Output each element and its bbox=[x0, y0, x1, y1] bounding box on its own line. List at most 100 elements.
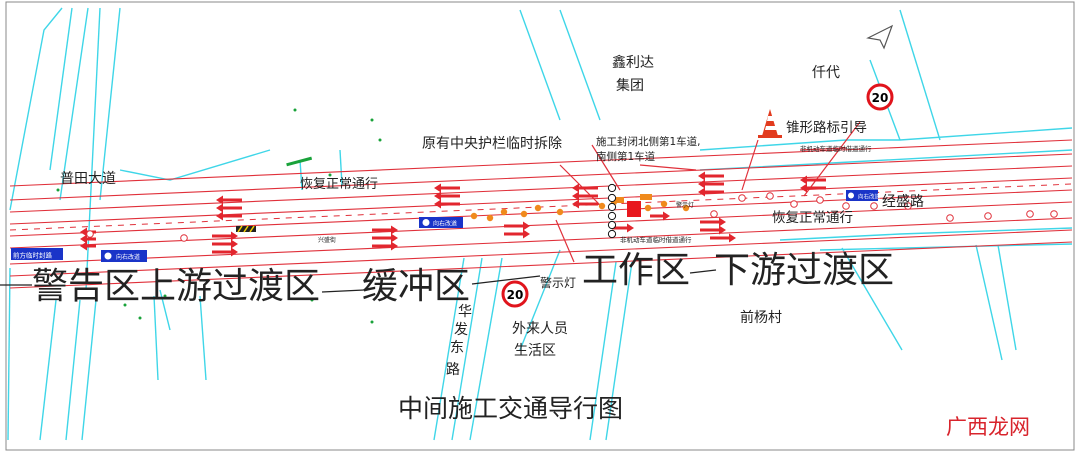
lane-circle bbox=[1026, 210, 1034, 218]
lane-circle bbox=[180, 234, 188, 242]
lane-arrow bbox=[434, 191, 460, 201]
warning-light-column bbox=[607, 183, 617, 239]
lane-circle bbox=[710, 210, 718, 218]
lane-circle bbox=[870, 202, 878, 210]
lane-arrow bbox=[504, 221, 530, 231]
annotation-warning-light: 警示灯 bbox=[540, 275, 576, 290]
watermark: 广西龙网 bbox=[946, 415, 1030, 439]
cone-marker bbox=[644, 204, 652, 212]
warning-light bbox=[607, 220, 617, 230]
lane-arrows bbox=[80, 171, 826, 257]
lane-circle bbox=[1050, 210, 1058, 218]
road-label-putian: 普田大道 bbox=[60, 171, 116, 187]
lane-arrow bbox=[800, 175, 826, 185]
lane-line bbox=[9, 189, 1073, 237]
road-label-huafa-4: 路 bbox=[446, 362, 460, 378]
company-label-1: 鑫利达 bbox=[612, 54, 654, 71]
lane-arrow bbox=[572, 183, 598, 193]
svg-text:向右改道: 向右改道 bbox=[433, 220, 457, 228]
barrier-hatch bbox=[236, 225, 256, 233]
traffic-cone-icon bbox=[758, 109, 782, 138]
cone-marker bbox=[470, 212, 478, 220]
place-label-village: 前杨村 bbox=[740, 309, 782, 326]
speed-limit-sign-bottom: 20 bbox=[501, 280, 529, 308]
lane-arrow bbox=[700, 225, 726, 235]
annotation-resume-right: 恢复正常通行 bbox=[772, 209, 853, 226]
lane-arrow bbox=[800, 183, 826, 193]
lane-arrow bbox=[710, 233, 736, 243]
lane-arrow bbox=[216, 211, 242, 221]
lane-circles bbox=[86, 192, 1058, 242]
zone-label-work: 工作区 bbox=[582, 250, 690, 291]
lane-circle bbox=[790, 200, 798, 208]
lane-arrow bbox=[700, 217, 726, 227]
cone-marker bbox=[486, 214, 494, 222]
annotation-nonmotor-bottom: 非机动车道临时借道通行 bbox=[620, 235, 692, 244]
zone-label-warning: 警告区 bbox=[32, 266, 140, 307]
lane-arrow bbox=[434, 199, 460, 209]
lane-arrow bbox=[212, 231, 238, 241]
lane-arrow bbox=[698, 179, 724, 189]
lane-arrow bbox=[650, 211, 670, 221]
lane-circle bbox=[842, 202, 850, 210]
lane-arrow bbox=[372, 241, 398, 251]
lane-arrow bbox=[434, 183, 460, 193]
lane-arrow bbox=[698, 171, 724, 181]
detour-sign-left: 向右改道 bbox=[101, 250, 147, 262]
lane-circle bbox=[946, 214, 954, 222]
lane-arrow bbox=[216, 195, 242, 205]
closure-sign: 前方临时封路 bbox=[11, 248, 63, 260]
lane-arrow bbox=[80, 234, 96, 244]
lane-line bbox=[9, 139, 1073, 187]
lane-line bbox=[9, 153, 1073, 201]
zone-label-downstream: 下游过渡区 bbox=[714, 250, 894, 291]
warning-light bbox=[607, 229, 617, 239]
lane-line bbox=[9, 165, 1073, 213]
warning-light bbox=[607, 202, 617, 212]
cone-marker bbox=[534, 204, 542, 212]
frame-border bbox=[5, 1, 1075, 451]
warning-light bbox=[607, 183, 617, 193]
cone-marker bbox=[556, 208, 564, 216]
lane-arrow bbox=[216, 203, 242, 213]
lane-circle bbox=[816, 196, 824, 204]
road-label-huafa-3: 东 bbox=[450, 340, 464, 356]
place-label-qiandai: 仟代 bbox=[812, 65, 840, 81]
lane-arrow bbox=[212, 247, 238, 257]
lane-arrow bbox=[372, 225, 398, 235]
north-arrow-icon bbox=[866, 24, 894, 50]
lane-arrow bbox=[504, 229, 530, 239]
lane-arrow bbox=[572, 191, 598, 201]
lane-circle bbox=[86, 230, 94, 238]
cyan-lines bbox=[7, 7, 1073, 441]
zone-label-buffer: 缓冲区 bbox=[362, 266, 470, 307]
lane-line bbox=[9, 177, 1073, 225]
annotation-cone-guide: 锥形路标引导 bbox=[786, 120, 867, 136]
warning-light bbox=[607, 193, 617, 203]
lane-line bbox=[9, 241, 1073, 289]
zone-dividers bbox=[0, 269, 717, 293]
cone-marker bbox=[682, 204, 690, 212]
lane-arrow bbox=[372, 233, 398, 243]
detour-sign-right: 向右改道 bbox=[846, 190, 881, 201]
detour-sign-mid: 向右改道 bbox=[419, 217, 463, 228]
road-label-huafa-1: 华 bbox=[458, 304, 472, 320]
cone-marker bbox=[500, 208, 508, 216]
annotation-nonmotor-top: 非机动车道临时借道通行 bbox=[800, 144, 872, 153]
leader-lines bbox=[555, 121, 861, 263]
place-label-workers-2: 生活区 bbox=[514, 343, 556, 359]
lane-line bbox=[9, 201, 1073, 249]
green-marks bbox=[56, 108, 382, 324]
annotation-closure-1: 施工封闭北侧第1车道, bbox=[596, 135, 701, 148]
lane-circle bbox=[904, 202, 912, 210]
lane-circle bbox=[738, 194, 746, 202]
svg-text:20: 20 bbox=[507, 288, 524, 302]
cone-marker bbox=[598, 202, 606, 210]
place-label-workers-1: 外来人员 bbox=[512, 321, 568, 337]
cone-marker bbox=[660, 200, 668, 208]
lane-circle bbox=[984, 212, 992, 220]
annotation-resume-left: 恢复正常通行 bbox=[300, 177, 378, 192]
road-label-huafa-2: 发 bbox=[454, 322, 468, 338]
